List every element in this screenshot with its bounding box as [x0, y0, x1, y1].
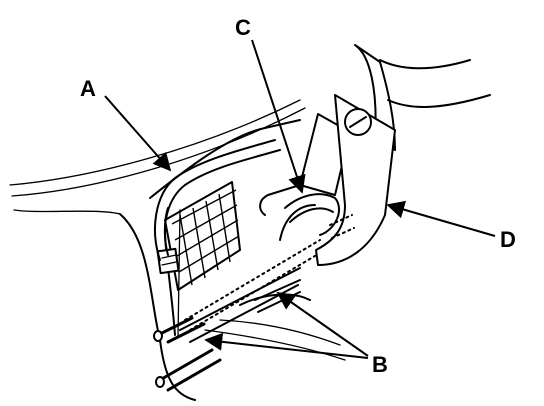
defogger-grid-element [156, 181, 241, 339]
callout-label-b: B [372, 352, 388, 377]
leader-b-upper [276, 291, 369, 357]
callout-label-c: C [235, 15, 251, 40]
leader-b-lower [204, 332, 369, 359]
defogger-bars [179, 239, 326, 343]
body-panel-outline [9, 99, 346, 401]
pliers-tool [315, 44, 491, 266]
leader-a [104, 95, 172, 172]
callout-label-a: A [80, 76, 96, 101]
callout-leaders [104, 39, 496, 359]
callout-label-d: D [500, 227, 516, 252]
leader-c [251, 39, 306, 194]
terminal-wires [154, 139, 281, 261]
leader-d [386, 200, 496, 237]
